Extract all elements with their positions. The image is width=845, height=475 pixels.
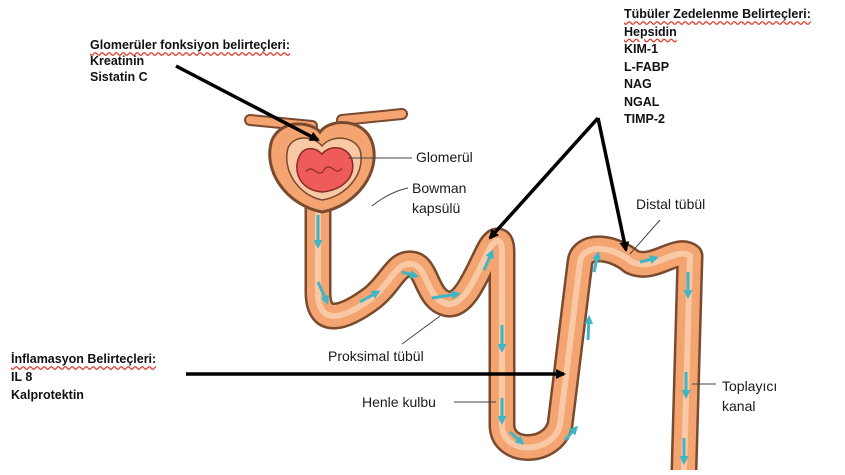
tubular-item-1: Hepsidin [624,24,811,42]
tubular-pointer-arrow-2 [598,118,626,250]
tubular-item-2: KIM-1 [624,41,811,59]
toplayici-label-line2: kanal [722,398,755,415]
glomerular-item-1: Kreatinin [90,53,290,69]
tubular-item-5: NGAL [624,94,811,112]
glomerular-item-2: Sistatin C [90,69,290,85]
proksimal-leader [402,316,440,344]
tubular-item-4: NAG [624,76,811,94]
bowman-label-line1: Bowman [412,180,466,197]
glomerul-label: Glomerül [416,149,473,166]
tubular-markers: Tübüler Zedelenme Belirteçleri: Hepsidin… [624,6,811,129]
inflammation-title: İnflamasyon Belirteçleri: [11,350,156,368]
flow-arrow [588,318,589,340]
glomerular-markers: Glomerüler fonksiyon belirteçleri: Kreat… [90,37,290,85]
tubule [318,190,690,470]
bowman-label-line2: kapsülü [412,200,460,217]
tubular-item-6: TIMP-2 [624,111,811,129]
proksimal-label: Proksimal tübül [328,348,424,365]
inflammation-item-2: Kalprotektin [11,386,156,404]
tubular-item-3: L-FABP [624,59,811,77]
distal-label: Distal tübül [636,196,705,213]
tubular-pointer-arrow-1 [490,118,598,238]
henle-label: Henle kulbu [362,394,436,411]
inflammation-markers: İnflamasyon Belirteçleri: IL 8 Kalprotek… [11,350,156,404]
bowman-leader [372,188,408,206]
glomerular-title: Glomerüler fonksiyon belirteçleri: [90,37,290,53]
inflammation-item-1: IL 8 [11,368,156,386]
tubular-title: Tübüler Zedelenme Belirteçleri: [624,6,811,24]
toplayici-label-line1: Toplayıcı [722,378,777,395]
